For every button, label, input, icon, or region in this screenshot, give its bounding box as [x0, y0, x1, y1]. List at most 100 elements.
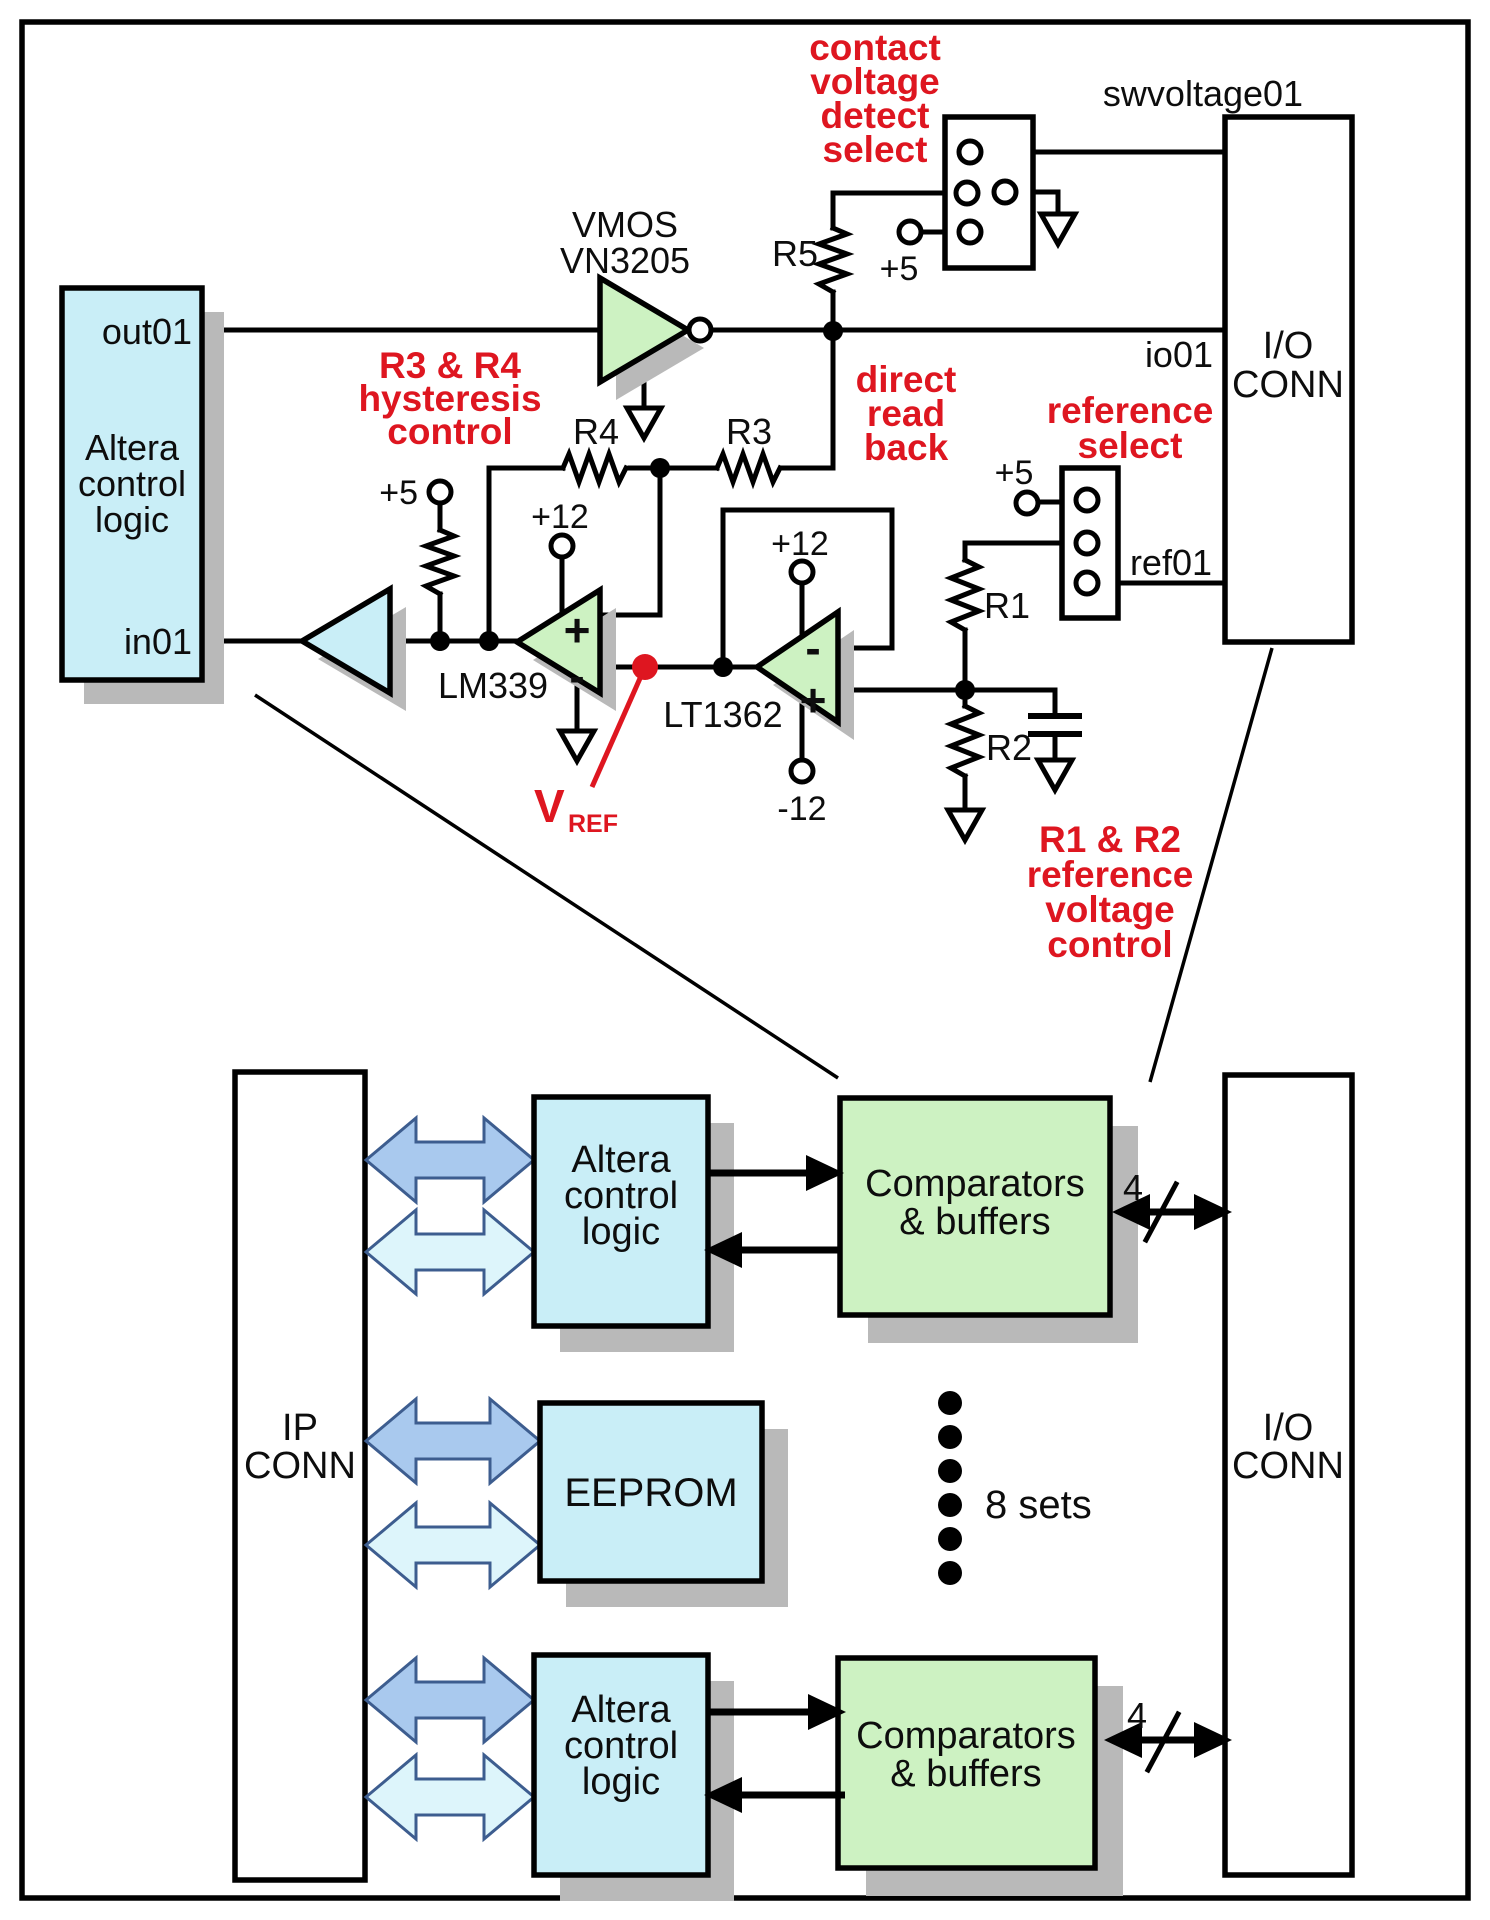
svg-text:R3 & R4: R3 & R4 [379, 345, 521, 386]
bus-width-label: 4 [1123, 1167, 1143, 1208]
svg-text:VN3205: VN3205 [560, 240, 690, 281]
io-conn-block-top: I/O CONN [1222, 114, 1355, 645]
junction-dot [479, 631, 499, 651]
ic-label: LT1362 [663, 694, 782, 735]
lt1362-opamp: - + LT1362 [663, 606, 854, 740]
svg-text:REF: REF [568, 810, 618, 838]
terminal-plus5 [1013, 489, 1041, 517]
svg-text:CONN: CONN [1232, 1445, 1344, 1487]
svg-text:-12: -12 [777, 790, 826, 828]
jumper-pin [991, 178, 1019, 206]
altera-block-bottom: Altera control logic [531, 1652, 734, 1901]
svg-text:& buffers: & buffers [890, 1753, 1041, 1795]
bus-slash [1144, 1710, 1182, 1774]
svg-text:+12: +12 [531, 498, 589, 536]
junction-dot [650, 458, 670, 478]
comparators-block-top: Comparators & buffers [837, 1095, 1138, 1343]
arrow-left-icon [1104, 1722, 1142, 1758]
svg-text:+5: +5 [995, 454, 1034, 492]
arrow-right-icon [1194, 1194, 1232, 1230]
terminal-minus12 [788, 757, 816, 785]
jumper-pin [956, 218, 984, 246]
svg-text:control: control [564, 1725, 678, 1767]
net-label: io01 [1145, 334, 1213, 375]
bus-width-label: 4 [1127, 1695, 1147, 1736]
red-annotations: contact voltage detect select R3 & R4 hy… [358, 27, 1213, 965]
vref-node-dot [632, 654, 658, 680]
svg-text:logic: logic [582, 1211, 660, 1253]
svg-text:contact: contact [809, 27, 941, 68]
svg-text:control: control [387, 411, 512, 452]
svg-text:CONN: CONN [1232, 364, 1344, 406]
jumper-contact-voltage-select: +5 [880, 114, 1036, 288]
ground-symbol [1036, 211, 1080, 250]
data-arrows-bottom [704, 1694, 846, 1813]
svg-text:R1 & R2: R1 & R2 [1039, 819, 1181, 860]
svg-text:& buffers: & buffers [899, 1201, 1050, 1243]
jumper-reference-select: +5 [995, 454, 1121, 621]
svg-text:Altera: Altera [571, 1689, 671, 1731]
terminal-plus5 [426, 478, 454, 506]
plus-input: + [564, 604, 591, 656]
supply-terminals: +5 +12 +12 -12 [379, 474, 829, 828]
junction-dot [823, 321, 843, 341]
resistor-r3 [713, 446, 784, 490]
svg-text:R1: R1 [984, 585, 1030, 626]
ground-symbol [1033, 757, 1077, 796]
resistor-r2 [944, 702, 986, 780]
arrow-left-icon [704, 1777, 742, 1813]
svg-text:select: select [823, 129, 928, 170]
net-label: ref01 [1130, 542, 1212, 583]
svg-text:I/O: I/O [1263, 1407, 1314, 1449]
comparators-block-bottom: Comparators & buffers [835, 1655, 1123, 1896]
ip-conn-block: IP CONN [232, 1069, 368, 1883]
svg-text:voltage: voltage [810, 61, 940, 102]
resistor-r1 [944, 556, 986, 634]
ground-symbol [622, 405, 666, 444]
resistor-r4 [559, 446, 630, 490]
block-diagram: IP CONN I/O CONN Altera control logic [232, 1069, 1355, 1901]
svg-text:Altera: Altera [85, 427, 180, 468]
sets-label: 8 sets [985, 1483, 1092, 1527]
svg-text:control: control [564, 1175, 678, 1217]
bus-arrow-top: 4 [1112, 1167, 1232, 1244]
junction-dot [430, 631, 450, 651]
svg-text:R5: R5 [772, 233, 818, 274]
svg-text:CONN: CONN [244, 1445, 356, 1487]
junction-dot [713, 657, 733, 677]
svg-text:R3: R3 [726, 411, 772, 452]
io-conn-block-bottom: I/O CONN [1222, 1072, 1355, 1878]
svg-text:control: control [1047, 924, 1172, 965]
svg-text:+5: +5 [880, 250, 919, 288]
pullup-resistor [418, 526, 462, 598]
svg-text:R2: R2 [986, 727, 1032, 768]
net-label: swvoltage01 [1103, 73, 1303, 114]
terminal-plus12 [788, 558, 816, 586]
svg-text:VMOS: VMOS [572, 204, 678, 245]
arrow-right-icon [808, 1694, 846, 1730]
schematic-detail: out01 Altera control logic in01 VMOS VN3… [59, 27, 1355, 1083]
svg-text:detect: detect [821, 95, 930, 136]
terminal-plus5 [896, 218, 924, 246]
svg-text:+12: +12 [771, 525, 829, 563]
svg-text:read: read [867, 393, 945, 434]
junction-dot [955, 680, 975, 700]
port-label: out01 [102, 311, 192, 352]
ground-symbols [555, 211, 1080, 846]
data-arrows-top [704, 1155, 844, 1268]
vmos-buffer: VMOS VN3205 [560, 204, 714, 400]
eeprom-block: EEPROM [537, 1400, 788, 1607]
terminal-plus12 [548, 532, 576, 560]
svg-text:logic: logic [95, 499, 169, 540]
bus-arrow-bottom: 4 [1104, 1695, 1232, 1774]
svg-text:IP: IP [282, 1407, 318, 1449]
svg-text:hysteresis: hysteresis [358, 378, 541, 419]
svg-text:reference: reference [1027, 854, 1194, 895]
altera-control-logic-block: out01 Altera control logic in01 [59, 285, 224, 704]
svg-text:voltage: voltage [1045, 889, 1175, 930]
junction-dots [430, 321, 975, 700]
lm339-comparator: + - LM339 [438, 585, 616, 711]
resistor-r5 [811, 224, 855, 296]
